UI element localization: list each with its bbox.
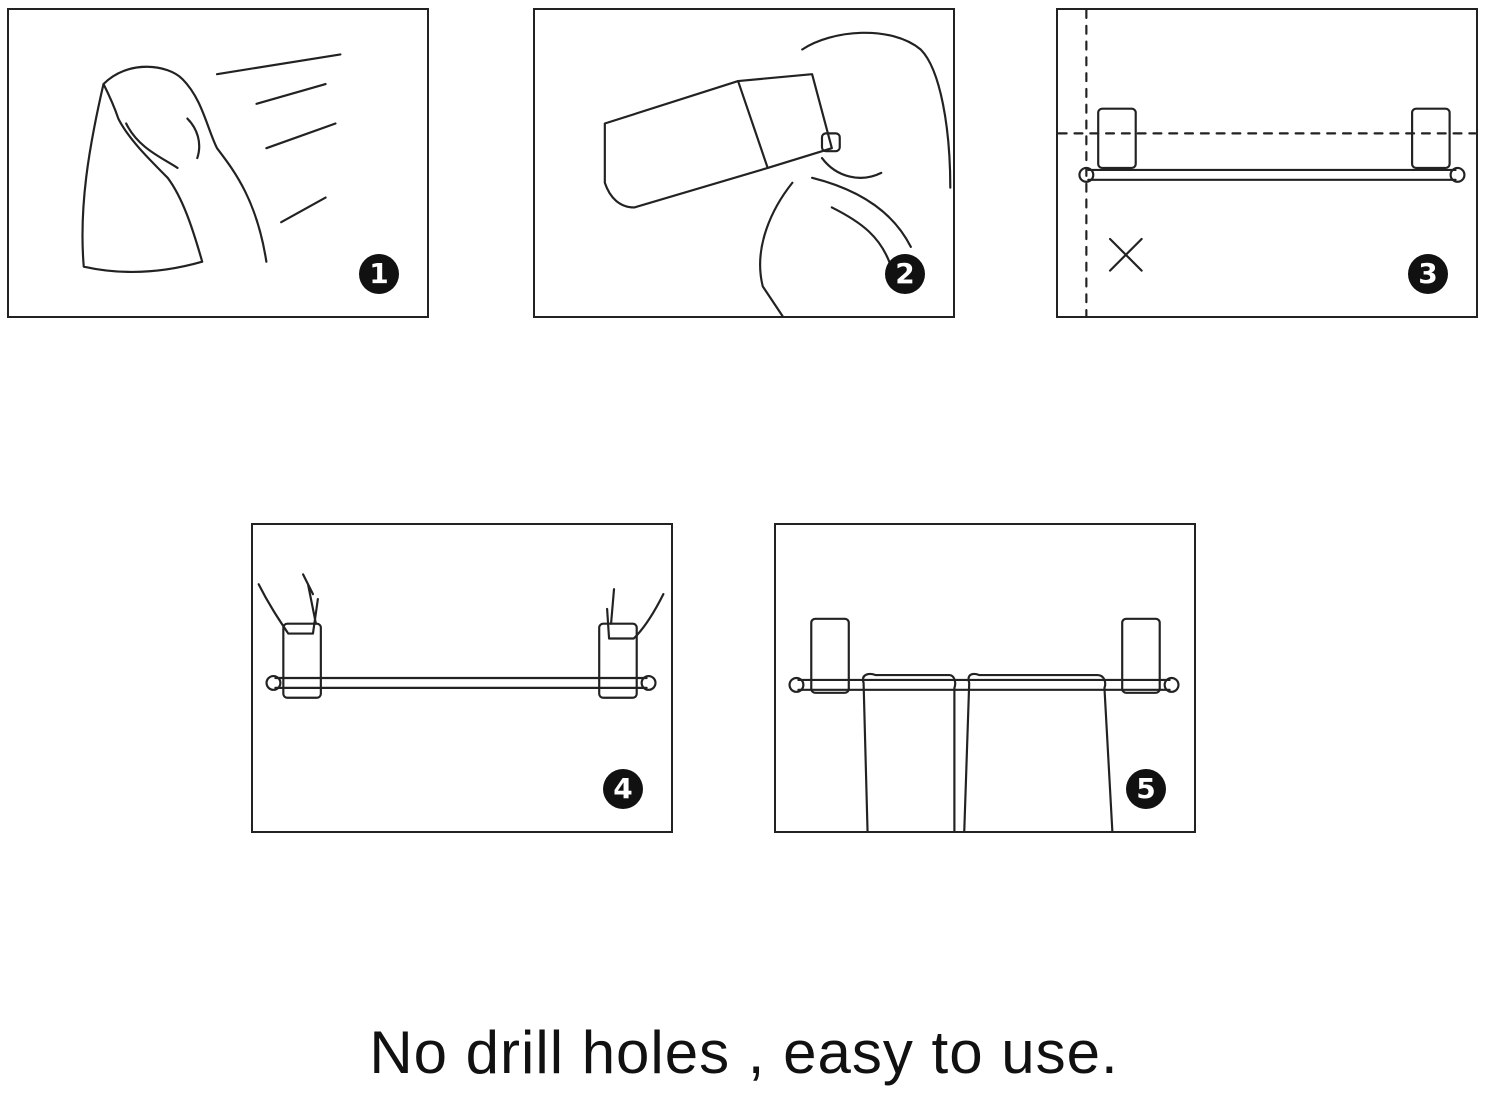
press-mounts-illustration xyxy=(257,573,665,699)
step-number-badge: 4 xyxy=(603,769,643,809)
step-2-panel: 2 xyxy=(533,8,955,318)
step-3-panel: 3 xyxy=(1056,8,1478,318)
cloth-wipe-illustration xyxy=(81,53,342,274)
step-number-badge: 3 xyxy=(1408,254,1448,294)
position-bar-illustration xyxy=(1058,10,1476,316)
caption-text: No drill holes , easy to use. xyxy=(369,1019,1119,1086)
step-number-badge: 5 xyxy=(1126,769,1166,809)
hang-towels-illustration xyxy=(788,617,1180,831)
step-number-badge: 2 xyxy=(885,254,925,294)
step-1-panel: 1 xyxy=(7,8,429,318)
step-4-panel: 4 xyxy=(251,523,673,833)
peel-backing-illustration xyxy=(603,31,952,316)
step-5-panel: 5 xyxy=(774,523,1196,833)
step-number-badge: 1 xyxy=(359,254,399,294)
